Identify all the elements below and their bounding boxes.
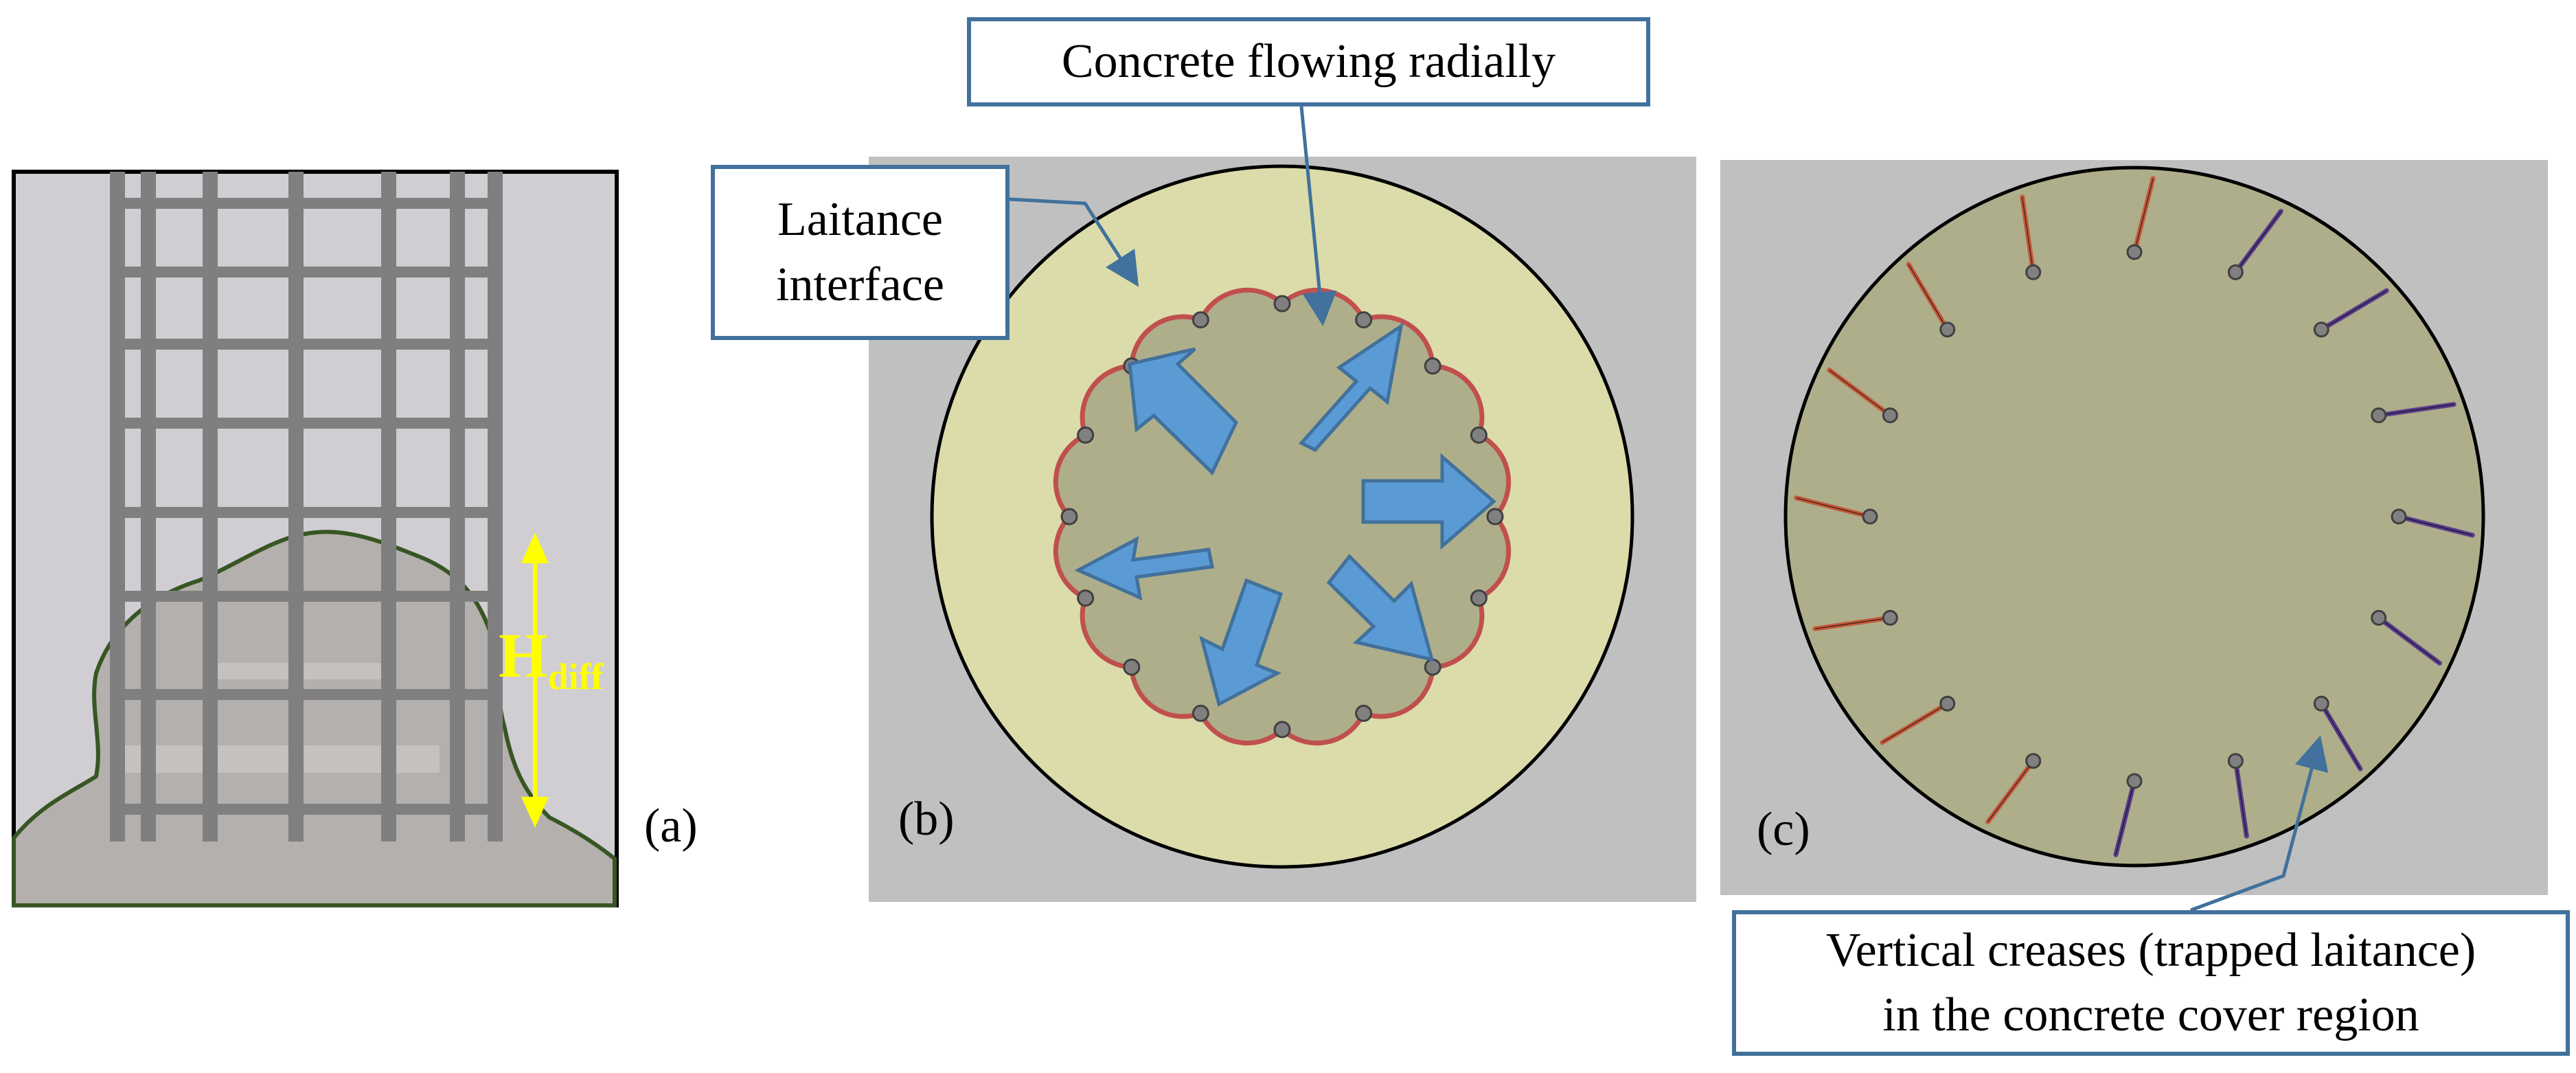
flow-arrow-right [1361, 453, 1496, 550]
rebar-bar-b-4 [1470, 426, 1488, 444]
rebar-bar-c-3 [2313, 321, 2329, 338]
flow-arrow-upper-left [1128, 347, 1239, 476]
rebar-bar-b-3 [1424, 357, 1441, 375]
crease-edge-2 [2235, 211, 2282, 273]
panel-label-b: (b) [898, 793, 955, 846]
dimension-main: H [499, 620, 548, 690]
rebar-bar-b-9 [1273, 721, 1291, 738]
flow-arrows [1074, 322, 1496, 707]
rebar-bar-c-15 [1939, 321, 1956, 338]
callout-leaders [1009, 106, 2329, 912]
rebar-bar-b-11 [1123, 658, 1141, 676]
rebar-bar-c-1 [2126, 244, 2143, 260]
rebar-bar-b-1 [1273, 295, 1291, 313]
panel-c [1720, 160, 2548, 895]
crease-edge-16 [2021, 196, 2034, 273]
rebar-bar-b-12 [1077, 589, 1095, 607]
concrete-section [1783, 166, 2485, 868]
rebar-bar-b-16 [1192, 311, 1209, 329]
crease-edge-10 [1987, 760, 2034, 822]
dimension-label: Hdiff [499, 620, 604, 697]
dimension-subscript: diff [548, 656, 604, 697]
callout-laitance-interface: Laitance interface [711, 165, 1010, 340]
leader-creases [2190, 735, 2329, 912]
callout-creases-line2: in the concrete cover region [1882, 989, 2419, 1041]
panel-label-c: (c) [1757, 803, 1810, 856]
crease-edge-8 [2235, 760, 2248, 837]
leader-flow [1299, 106, 1337, 326]
rebar-bar-b-14 [1077, 426, 1095, 444]
rebar-bar-b-6 [1470, 589, 1488, 607]
flow-arrow-upper-right [1298, 322, 1404, 453]
rebar-bar-c-7 [2313, 695, 2329, 712]
panel-label-a: (a) [644, 800, 698, 852]
rebar-bar-b-13 [1060, 508, 1078, 526]
dimension-arrow [521, 532, 549, 828]
crease-edge-4 [2378, 403, 2454, 416]
rebar-bar-c-11 [1939, 695, 1956, 712]
crease-edge-3 [2321, 290, 2387, 330]
vertical-creases [1794, 176, 2475, 857]
rebar-bar-c-14 [1882, 407, 1898, 424]
crease-edge-5 [2398, 516, 2473, 536]
callout-concrete-flow-text: Concrete flowing radially [1061, 35, 1556, 88]
flow-arrow-lower-right [1326, 554, 1435, 662]
rebar-bar-c-12 [1882, 609, 1898, 626]
rebar-bar-c-5 [2391, 508, 2407, 525]
rebar-bar-b-10 [1192, 704, 1209, 722]
rebar-bar-c-13 [1862, 508, 1878, 525]
rebar-bar-b-2 [1355, 311, 1373, 329]
crease-edge-15 [1908, 264, 1948, 330]
callout-laitance-line2: interface [776, 258, 944, 311]
crease-edge-6 [2378, 617, 2440, 664]
rebar-bar-c-10 [2025, 753, 2042, 769]
rebar-bar-c-9 [2126, 773, 2143, 789]
leader-laitance [1009, 197, 1139, 287]
rebar-bar-c-8 [2227, 753, 2244, 769]
rebar-tails [203, 814, 304, 842]
callout-creases-line1: Vertical creases (trapped laitance) [1825, 923, 2476, 977]
rebar-bar-b-7 [1424, 658, 1441, 676]
rebar-bars-c [1862, 244, 2407, 789]
callout-laitance-line1: Laitance [777, 193, 943, 246]
panel-a: Hdiff [12, 170, 619, 907]
rebar-bar-c-6 [2371, 609, 2387, 626]
rebar-bar-c-4 [2371, 407, 2387, 424]
crease-edge-13 [1796, 497, 1871, 517]
crease-edge-14 [1829, 369, 1891, 416]
flow-arrow-left [1074, 536, 1214, 601]
callout-vertical-creases: Vertical creases (trapped laitance) in t… [1732, 910, 2570, 1056]
crease-edge-12 [1814, 617, 1891, 630]
rebar-bar-b-8 [1355, 704, 1373, 722]
crease-edge-11 [1882, 703, 1948, 743]
rebar-cage-hoops [110, 198, 503, 815]
rebar-bar-c-2 [2227, 264, 2244, 280]
rebar-bar-c-16 [2025, 264, 2042, 280]
callout-concrete-flow: Concrete flowing radially [967, 17, 1650, 106]
crease-edge-7 [2321, 703, 2361, 769]
flow-arrow-down [1199, 578, 1284, 707]
crease-edge-9 [2115, 780, 2135, 855]
rebar-bar-b-5 [1486, 508, 1504, 526]
crease-edge-1 [2134, 178, 2154, 253]
